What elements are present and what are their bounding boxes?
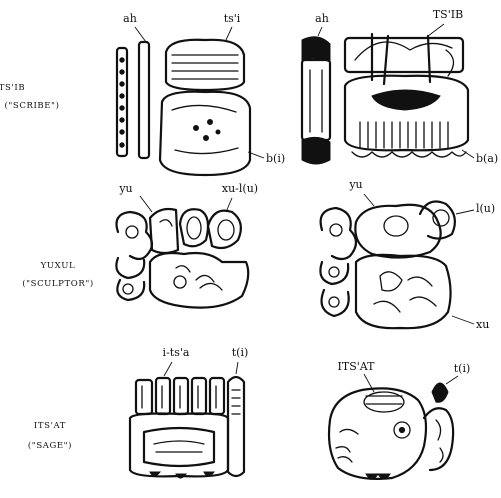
label-scribe-left-a: ah <box>123 12 137 25</box>
label-sculptor-left-b: xu-l(u) <box>222 182 258 195</box>
row-gloss-scribe: ("SCRIBE") <box>5 100 60 111</box>
row-scribe: TS'IB ("SCRIBE") ah ts'i b(i) <box>0 8 498 175</box>
glyph-sage-left <box>130 377 244 478</box>
row-gloss-sculptor: ("SCULPTOR") <box>22 278 94 289</box>
glyph-sculptor-left <box>116 209 248 308</box>
row-sculptor: YUXUL ("SCULPTOR") yu xu-l(u) <box>22 178 495 331</box>
glyph-sage-right <box>329 383 453 479</box>
row-title-sage: ITS'AT <box>34 421 66 431</box>
row-title-sculptor: YUXUL <box>40 261 76 271</box>
label-sculptor-right-c: xu <box>476 318 489 331</box>
label-sage-left-b: t(i) <box>232 346 249 359</box>
row-gloss-sage: ("SAGE") <box>28 440 72 451</box>
glyph-scribe-left <box>117 40 250 175</box>
label-sculptor-right-a: yu <box>348 178 362 191</box>
label-scribe-left-b: ts'i <box>224 12 241 25</box>
label-sculptor-left-a: yu <box>118 182 132 195</box>
label-sculptor-right-b: l(u) <box>476 202 495 215</box>
row-title-scribe: TS'IB <box>0 83 25 93</box>
label-scribe-right-b: TS'IB <box>433 8 463 21</box>
label-sage-left-a: i-ts'a <box>163 346 190 359</box>
label-scribe-right-c: b(a) <box>476 152 498 165</box>
label-sage-right-a: ITS'AT <box>338 360 376 373</box>
glyph-scribe-right <box>302 34 468 164</box>
label-scribe-right-a: ah <box>315 12 329 25</box>
label-scribe-left-c: b(i) <box>266 152 285 165</box>
label-sage-right-b: t(i) <box>454 362 471 375</box>
glyph-sculptor-right <box>320 202 455 329</box>
row-sage: ITS'AT ("SAGE") i-ts'a t(i) <box>28 346 470 479</box>
